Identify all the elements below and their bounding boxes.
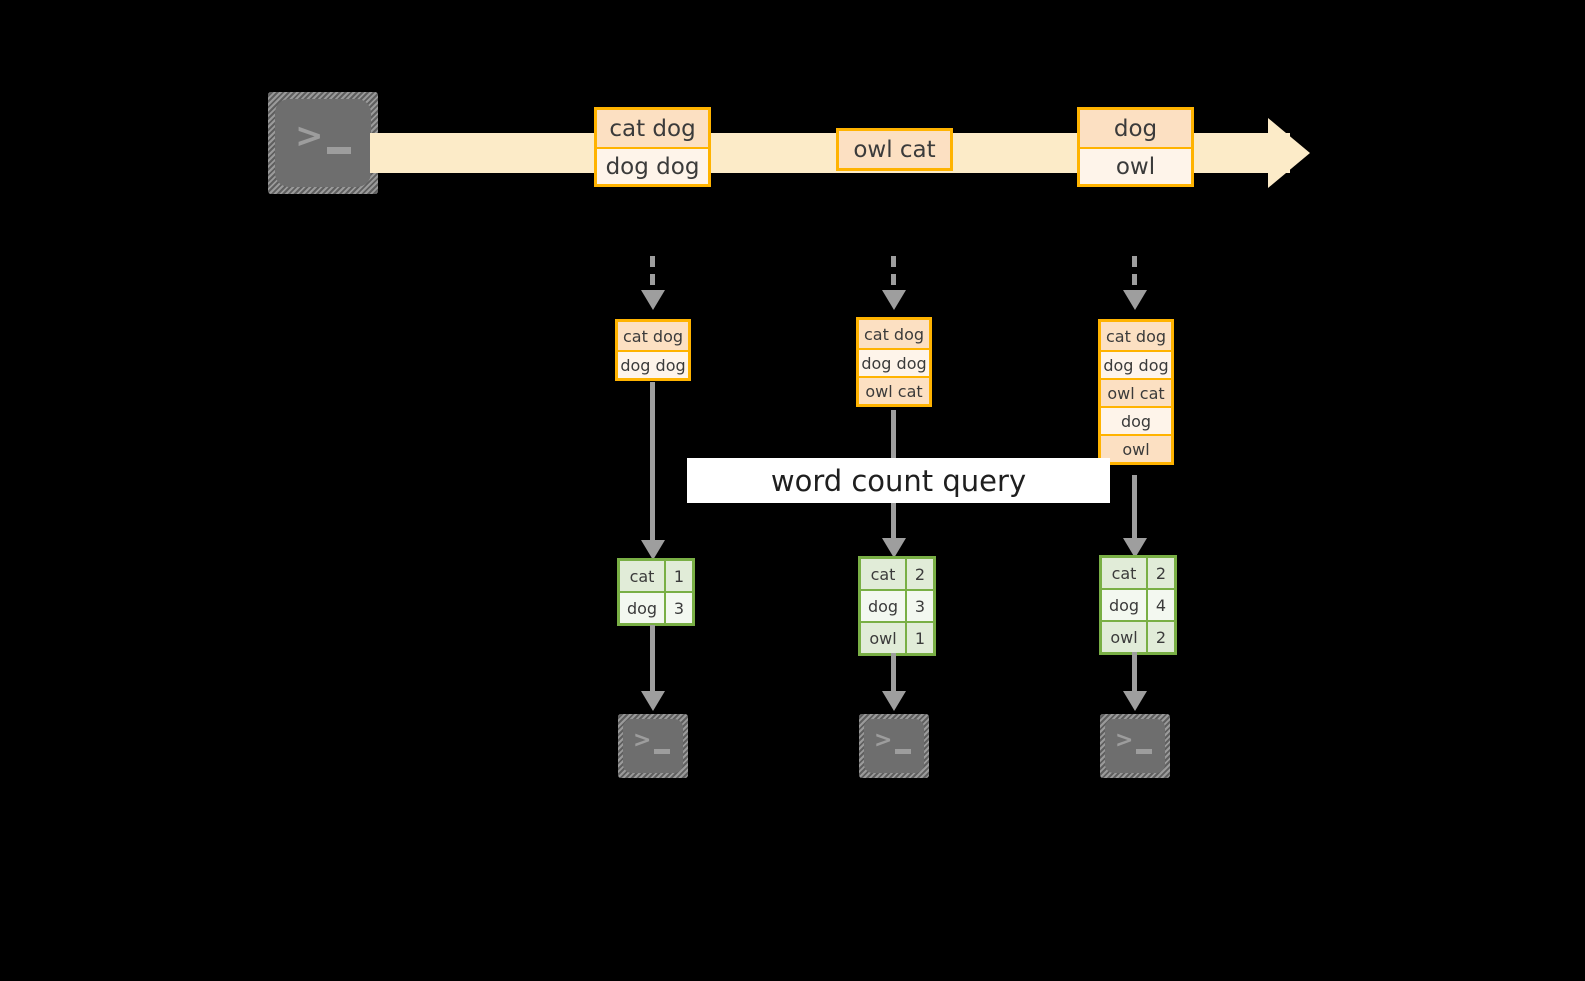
result-word: dog (1102, 590, 1146, 620)
stream-record-line: owl cat (839, 131, 950, 168)
accumulated-records-3: cat dog dog dog owl cat dog owl (1098, 319, 1174, 465)
result-word: dog (620, 593, 664, 623)
result-table-1: cat 1 dog 3 (617, 558, 695, 626)
stream-record-line: dog dog (597, 147, 708, 184)
connector-accumulated-to-result-3 (1132, 475, 1137, 544)
connector-arrowhead-icon (882, 290, 906, 310)
connector-arrowhead-icon (882, 691, 906, 711)
result-table-2: cat 2 dog 3 owl 1 (858, 556, 936, 656)
query-label: word count query (687, 458, 1110, 503)
result-word: cat (861, 559, 905, 589)
result-count: 2 (1146, 558, 1174, 588)
accumulated-record-line: cat dog (1101, 322, 1171, 350)
result-row: cat 1 (620, 561, 692, 591)
result-row: cat 2 (1102, 558, 1174, 588)
connector-arrowhead-icon (882, 538, 906, 558)
connector-arrowhead-icon (1123, 538, 1147, 558)
stream-record-3: dog owl (1077, 107, 1194, 187)
terminal-screen: > (864, 719, 924, 773)
accumulated-records-2: cat dog dog dog owl cat (856, 317, 932, 407)
result-word: cat (620, 561, 664, 591)
result-row: owl 2 (1102, 620, 1174, 652)
terminal-cursor-block (327, 147, 351, 154)
result-word: owl (861, 623, 905, 653)
stream-record-line: cat dog (597, 110, 708, 147)
accumulated-record-line: dog dog (859, 348, 929, 376)
accumulated-record-line: dog (1101, 406, 1171, 434)
result-count: 2 (1146, 622, 1174, 652)
stream-record-2: owl cat (836, 128, 953, 171)
terminal-prompt-chevron: > (633, 728, 652, 753)
source-terminal-icon: > (268, 92, 378, 194)
terminal-prompt-chevron: > (874, 728, 893, 753)
accumulated-record-line: cat dog (618, 322, 688, 350)
result-count: 2 (905, 559, 933, 589)
connector-arrowhead-icon (641, 290, 665, 310)
sink-terminal-icon-1: > (618, 714, 688, 778)
accumulated-record-line: dog dog (1101, 350, 1171, 378)
stream-record-1: cat dog dog dog (594, 107, 711, 187)
terminal-prompt-chevron: > (295, 116, 324, 156)
terminal-screen: > (275, 99, 371, 187)
stream-band-arrowhead-icon (1268, 118, 1310, 188)
sink-terminal-icon-2: > (859, 714, 929, 778)
result-count: 1 (664, 561, 692, 591)
stream-record-line: owl (1080, 147, 1191, 184)
result-word: cat (1102, 558, 1146, 588)
connector-stream-to-accumulated-1 (650, 256, 655, 292)
accumulated-record-line: owl cat (1101, 378, 1171, 406)
result-row: dog 3 (620, 591, 692, 623)
stream-record-line: dog (1080, 110, 1191, 147)
result-word: owl (1102, 622, 1146, 652)
sink-terminal-icon-3: > (1100, 714, 1170, 778)
connector-result-to-sink-3 (1132, 652, 1137, 697)
accumulated-record-line: owl cat (859, 376, 929, 404)
connector-arrowhead-icon (641, 691, 665, 711)
result-count: 1 (905, 623, 933, 653)
terminal-screen: > (623, 719, 683, 773)
terminal-prompt-chevron: > (1115, 728, 1134, 753)
terminal-cursor-block (895, 749, 911, 754)
connector-arrowhead-icon (1123, 290, 1147, 310)
result-row: dog 4 (1102, 588, 1174, 620)
terminal-cursor-block (654, 749, 670, 754)
accumulated-record-line: owl (1101, 434, 1171, 462)
connector-accumulated-to-result-1 (650, 382, 655, 546)
connector-stream-to-accumulated-3 (1132, 256, 1137, 292)
connector-stream-to-accumulated-2 (891, 256, 896, 292)
result-count: 3 (664, 593, 692, 623)
result-row: cat 2 (861, 559, 933, 589)
result-row: dog 3 (861, 589, 933, 621)
connector-arrowhead-icon (641, 540, 665, 560)
connector-result-to-sink-2 (891, 653, 896, 697)
result-count: 4 (1146, 590, 1174, 620)
result-table-3: cat 2 dog 4 owl 2 (1099, 555, 1177, 655)
result-word: dog (861, 591, 905, 621)
terminal-screen: > (1105, 719, 1165, 773)
result-count: 3 (905, 591, 933, 621)
accumulated-record-line: dog dog (618, 350, 688, 378)
connector-arrowhead-icon (1123, 691, 1147, 711)
result-row: owl 1 (861, 621, 933, 653)
accumulated-record-line: cat dog (859, 320, 929, 348)
connector-result-to-sink-1 (650, 625, 655, 697)
accumulated-records-1: cat dog dog dog (615, 319, 691, 381)
terminal-cursor-block (1136, 749, 1152, 754)
